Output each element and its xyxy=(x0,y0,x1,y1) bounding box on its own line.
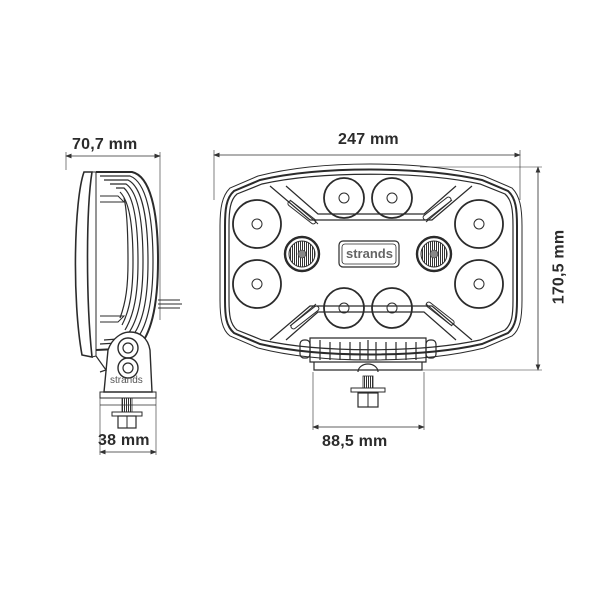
front-width-label: 247 mm xyxy=(338,131,399,148)
front-view xyxy=(213,150,542,430)
side-view xyxy=(65,152,182,455)
mount-width-label: 88,5 mm xyxy=(322,433,388,450)
side-depth-label: 70,7 mm xyxy=(72,136,138,153)
center-badge: strands xyxy=(346,246,393,261)
led-lenses xyxy=(232,177,504,329)
bracket-width-label: 38 mm xyxy=(98,432,150,449)
position-lights xyxy=(283,235,453,273)
front-height-label: 170,5 mm xyxy=(550,229,568,305)
bracket-logo: strands xyxy=(110,375,143,386)
